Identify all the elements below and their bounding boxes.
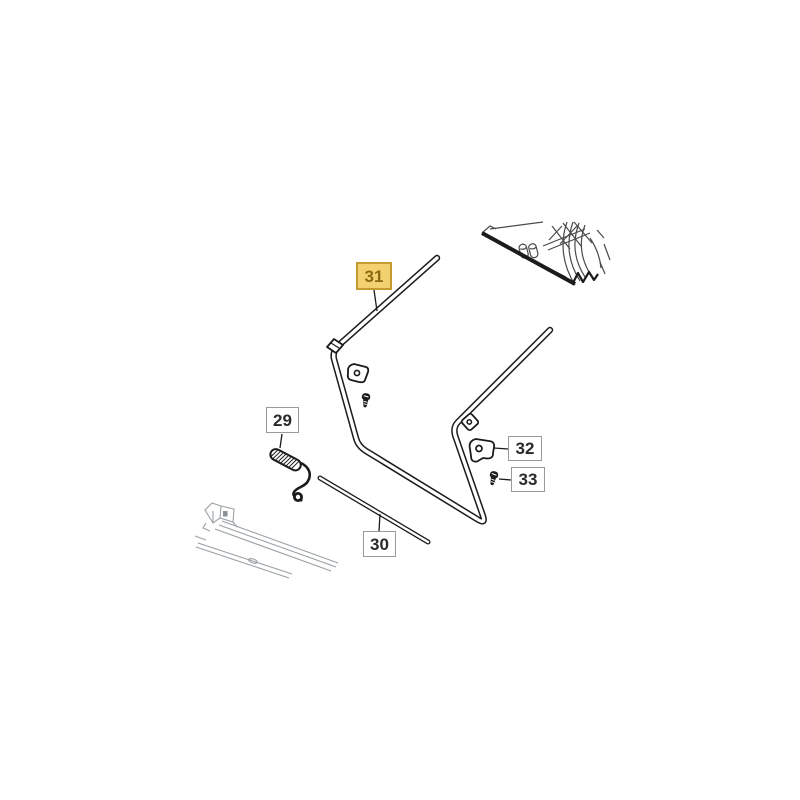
cable-tab-drawing (326, 338, 344, 354)
part-number: 33 (518, 470, 538, 489)
part-number: 30 (370, 534, 389, 554)
screw-upper-drawing (361, 393, 371, 408)
spring-drawing (269, 448, 312, 502)
part-callout-29[interactable]: 29 (266, 407, 299, 433)
leader-line-29 (279, 433, 283, 449)
leader-line-31 (373, 289, 378, 312)
part-number: 29 (273, 410, 292, 430)
plate-drawing (346, 363, 370, 384)
leader-line-33 (498, 478, 512, 481)
part-callout-33[interactable]: 33 (511, 467, 545, 492)
part-callout-32[interactable]: 32 (508, 436, 542, 461)
handle-tube-drawing (330, 254, 554, 525)
part-callout-31[interactable]: 31 (356, 262, 392, 290)
part-number: 32 (515, 439, 535, 458)
corner-bracket-drawing (460, 412, 480, 432)
rod-drawing (317, 475, 431, 545)
leader-line-30 (378, 513, 381, 532)
machine-fragment-bottom-left (194, 502, 339, 579)
part-number: 31 (364, 266, 384, 286)
leader-line-32 (493, 447, 509, 450)
machine-fragment-top-right (481, 221, 611, 286)
part-callout-30[interactable]: 30 (363, 531, 396, 557)
clip-drawing (468, 438, 496, 463)
screw-lower-drawing (489, 471, 499, 486)
